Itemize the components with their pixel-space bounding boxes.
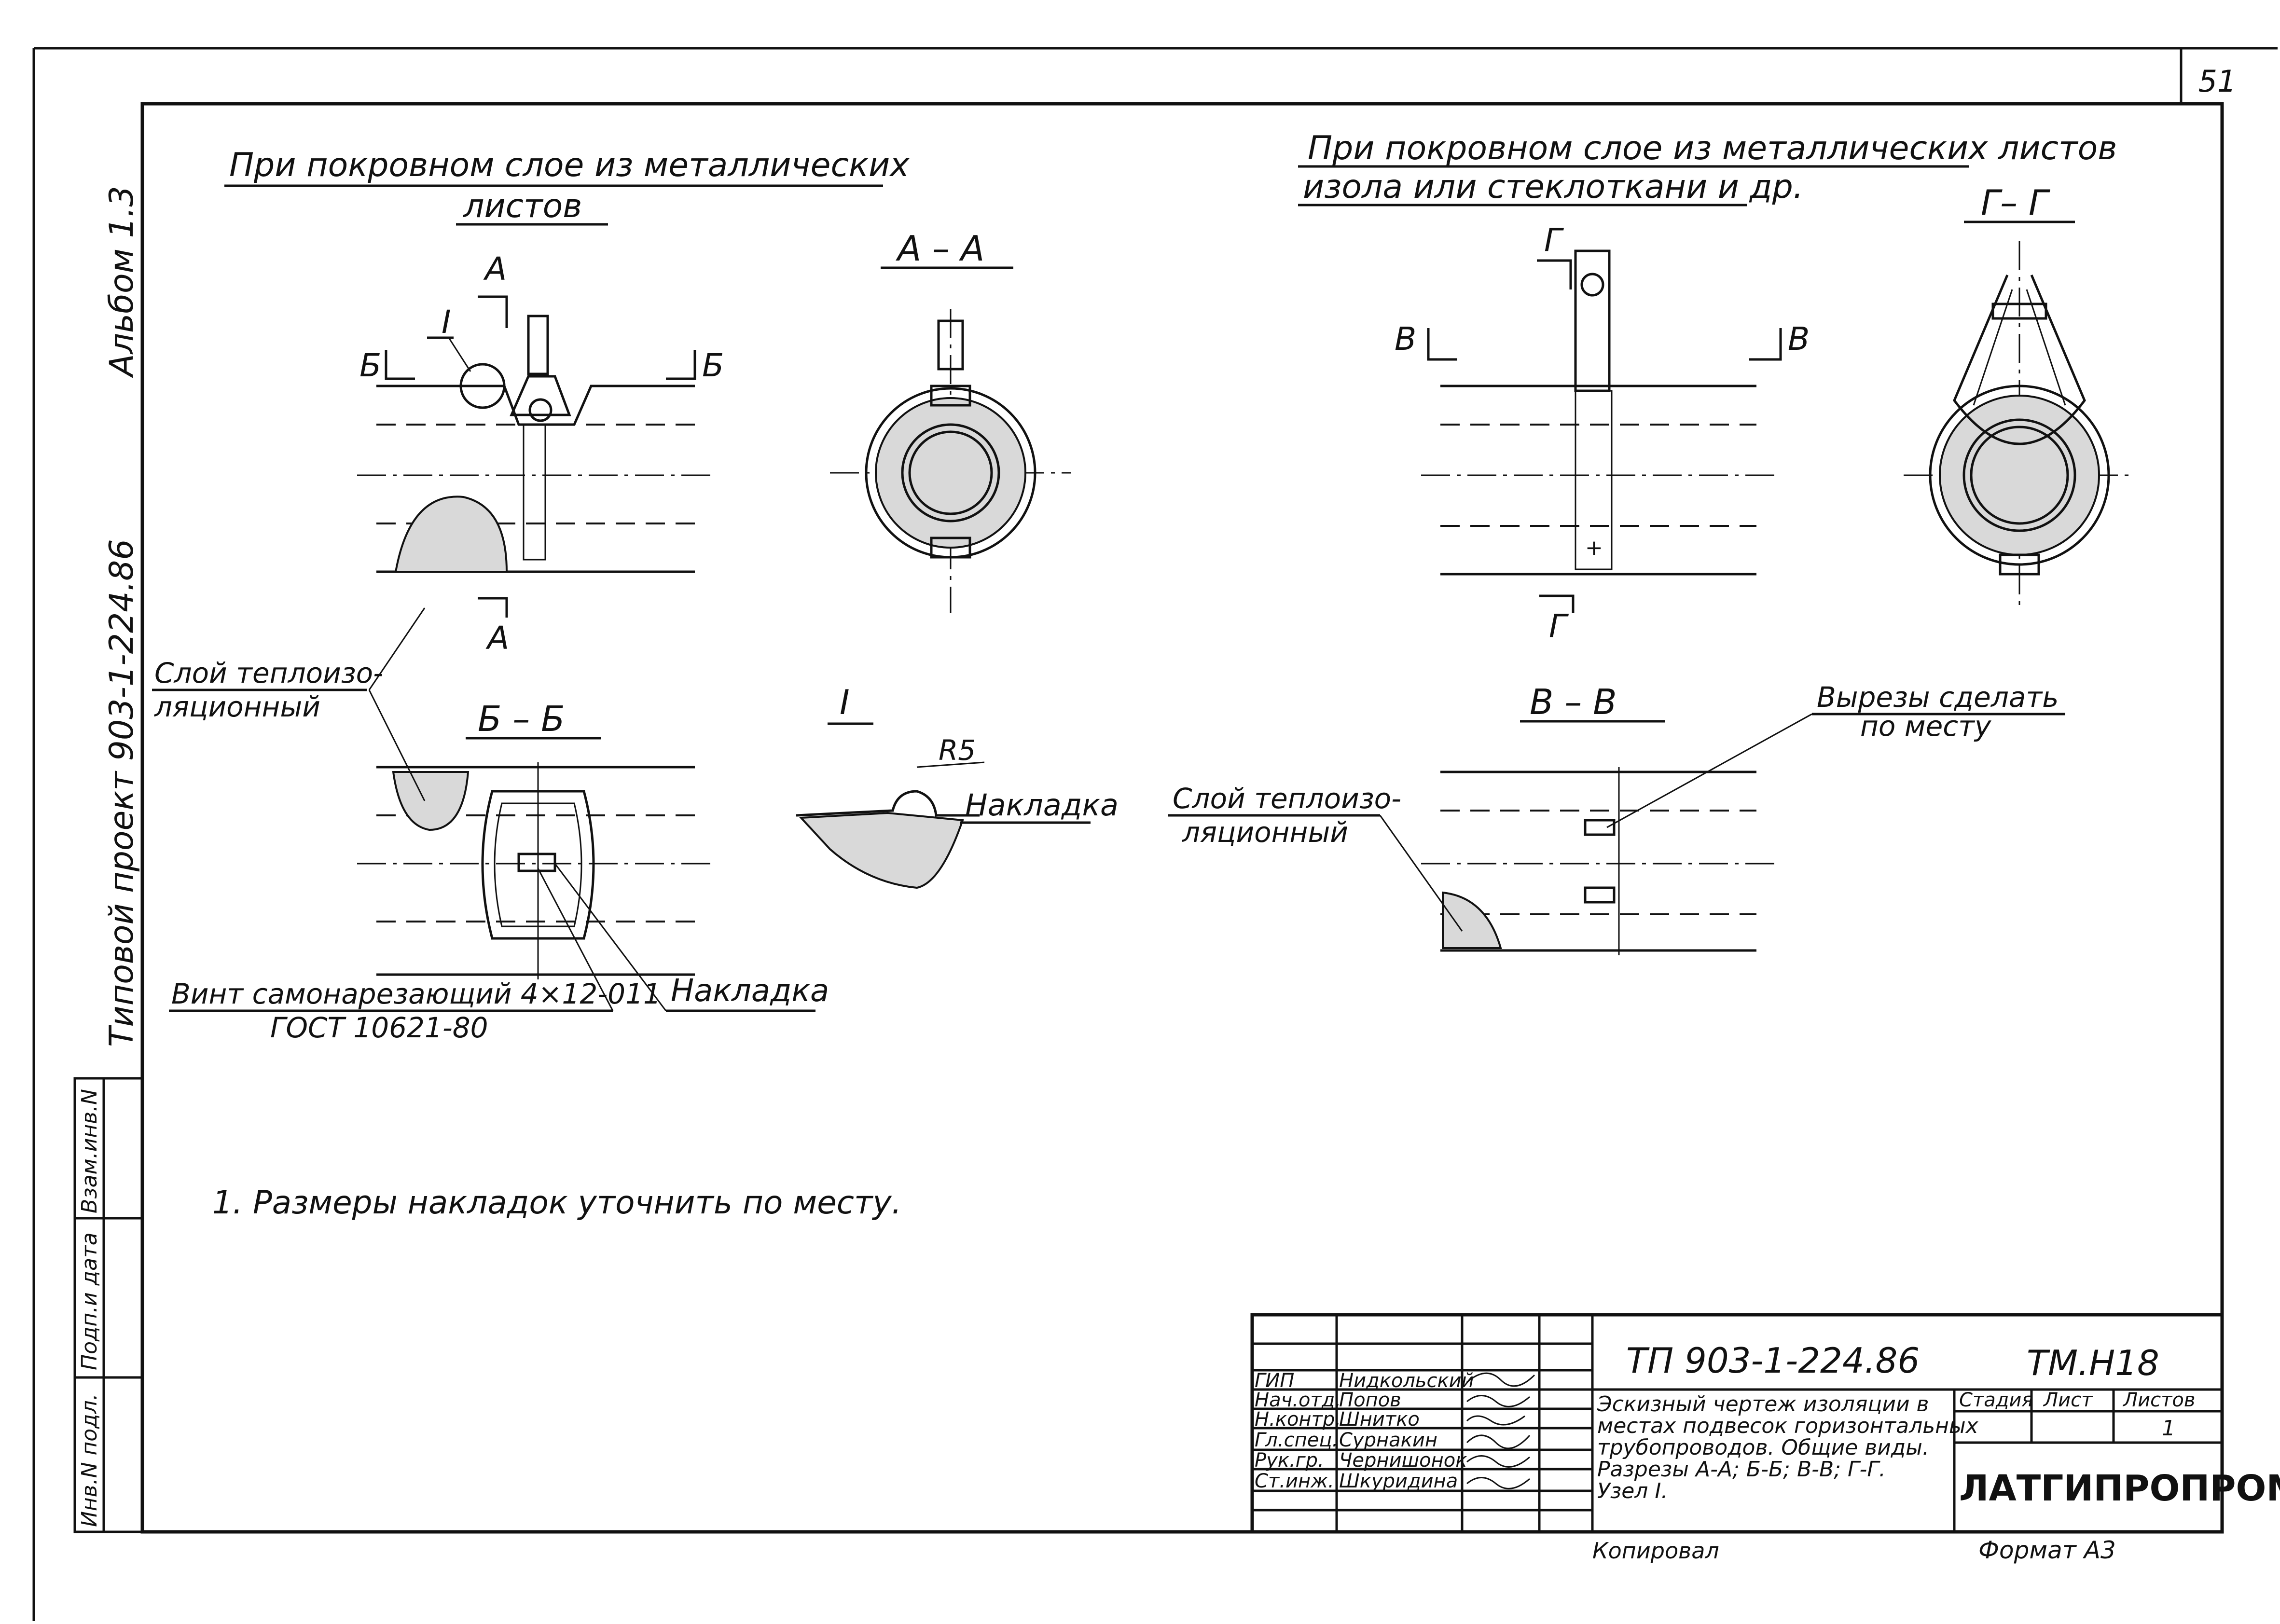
view-gg-title: Г– Г <box>1981 182 2050 223</box>
left-insulation-label-line2: ляционный <box>154 690 320 723</box>
node-detail-view <box>796 761 985 889</box>
node-overlay-label: Накладка <box>965 787 1119 823</box>
right-insulation-label-line2: ляционный <box>1182 816 1348 849</box>
name-head-dept: Попов <box>1339 1389 1401 1411</box>
cut-mark-g-bottom: Г <box>1549 607 1569 645</box>
cut-mark-b-left: Б <box>359 347 381 384</box>
role-head-dept: Нач.отд. <box>1255 1389 1341 1411</box>
role-gip: ГИП <box>1255 1370 1294 1392</box>
document-code: ТП 903-1-224.86 <box>1626 1340 1920 1381</box>
cut-mark-v-right: В <box>1788 320 1810 358</box>
overlay-label: Накладка <box>671 973 829 1009</box>
section-vv-view <box>1421 767 1776 955</box>
view-vv-title: В – В <box>1530 682 1617 722</box>
description-line5: Узел I. <box>1597 1479 1668 1503</box>
stamp-cell-signature: Подп.и дата <box>77 1232 102 1370</box>
view-aa-title: А – А <box>896 228 984 269</box>
cutouts-label-line2: по месту <box>1860 710 1991 743</box>
title-block <box>1250 1313 2224 1534</box>
margin-stamp: Инв.N подл. Подп.и дата Взам.инв.N <box>73 1077 144 1533</box>
screw-label-line2: ГОСТ 10621-80 <box>270 1011 488 1044</box>
copied-label: Копировал <box>1592 1538 1719 1564</box>
cut-mark-v-left: В <box>1395 320 1416 358</box>
section-bb-view <box>357 762 714 979</box>
view-bb-title: Б – Б <box>478 699 565 739</box>
cut-mark-a-top: А <box>483 250 507 288</box>
name-norm-control: Шнитко <box>1339 1408 1420 1431</box>
right-insulation-label-line1: Слой теплоизо- <box>1173 782 1401 815</box>
signatures <box>1466 1372 1535 1489</box>
stamp-cell-inv-orig: Инв.N подл. <box>77 1393 102 1527</box>
role-norm-control: Н.контр. <box>1255 1408 1341 1431</box>
name-senior-eng: Шкуридина <box>1339 1470 1458 1492</box>
sheet-code: ТМ.Н18 <box>2027 1343 2159 1383</box>
right-heading-line1: При покровном слое из металлических лист… <box>1308 129 2117 167</box>
description-line1: Эскизный чертеж изоляции в <box>1597 1392 1929 1417</box>
section-gg-view <box>1904 241 2135 608</box>
cut-mark-b-right: Б <box>702 347 724 384</box>
left-heading-line2: листов <box>462 187 582 225</box>
node-callout-label: I <box>442 303 451 341</box>
sheet-number: 51 <box>2198 64 2237 99</box>
stage-header: Стадия <box>1959 1389 2033 1411</box>
stamp-cell-replacement: Взам.инв.N <box>77 1089 102 1213</box>
pipe-side-view-right: + Г Г В В <box>1395 221 1810 645</box>
section-aa-view <box>830 309 1071 613</box>
svg-text:+: + <box>1585 536 1603 560</box>
node-title: I <box>840 683 850 722</box>
album-label: Альбом 1.3 <box>103 186 141 378</box>
cut-mark-g-top: Г <box>1544 221 1564 259</box>
screw-label-line1: Винт самонарезающий 4×12-011 <box>171 977 661 1010</box>
left-heading-line1: При покровном слое из металлических <box>229 146 910 184</box>
sheets-header: Листов <box>2122 1389 2195 1411</box>
description-line2: местах подвесок горизонтальных <box>1597 1414 1979 1438</box>
name-gip: Нидкольский <box>1339 1370 1474 1392</box>
note-text: 1. Размеры накладок уточнить по месту. <box>212 1184 902 1221</box>
cutouts-label-line1: Вырезы сделать <box>1817 681 2059 714</box>
pipe-side-view-left: I А А Б Б <box>357 250 724 657</box>
sheets-value: 1 <box>2162 1416 2175 1441</box>
cut-mark-a-bottom: А <box>485 619 509 657</box>
organization-name: ЛАТГИПРОПРОМ <box>1959 1468 2280 1509</box>
drawing-frame <box>32 47 2278 1621</box>
left-insulation-label-line1: Слой теплоизо- <box>154 657 383 689</box>
project-label: Типовой проект 903-1-224.86 <box>103 539 141 1047</box>
right-heading-line2: изола или стеклоткани и др. <box>1303 168 1803 206</box>
role-chief-spec: Гл.спец. <box>1255 1429 1338 1451</box>
sheet-header: Лист <box>2043 1389 2093 1411</box>
name-group-lead: Чернишонок <box>1339 1449 1467 1472</box>
name-chief-spec: Сурнакин <box>1339 1429 1437 1451</box>
description-line3: трубопроводов. Общие виды. <box>1597 1435 1929 1460</box>
description-line4: Разрезы А-А; Б-Б; В-В; Г-Г. <box>1597 1457 1886 1482</box>
role-senior-eng: Ст.инж. <box>1255 1470 1334 1492</box>
role-group-lead: Рук.гр. <box>1255 1449 1324 1472</box>
radius-label: R5 <box>939 734 976 767</box>
format-label: Формат А3 <box>1978 1536 2116 1564</box>
